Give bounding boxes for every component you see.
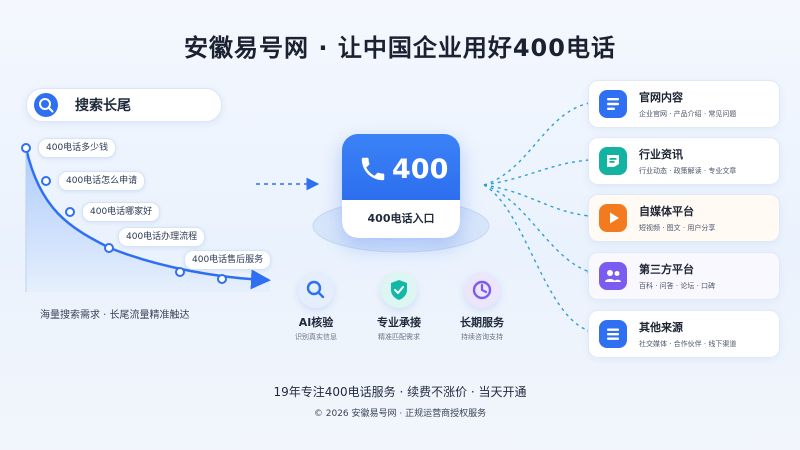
users-icon	[599, 262, 627, 290]
fan-line-5	[483, 184, 591, 332]
feature-title: AI核验	[298, 316, 334, 329]
curve-label: 400电话哪家好	[82, 202, 161, 222]
feature-subtitle: 精准匹配需求	[378, 333, 420, 341]
search-bar[interactable]: 搜索长尾	[26, 88, 222, 122]
left-caption: 海量搜索需求 · 长尾流量精准触达	[40, 310, 190, 321]
feature-subtitle: 识别真实信息	[295, 333, 337, 341]
curve-label: 400电话多少钱	[38, 138, 117, 158]
footer-tagline: 19年专注400电话服务 · 续费不涨价 · 当天开通	[273, 385, 527, 399]
search-icon	[34, 93, 58, 117]
curve-label: 400电话售后服务	[184, 250, 272, 270]
channel-subtitle: 社交媒体 · 合作伙伴 · 线下渠道	[639, 340, 737, 348]
channel-subtitle: 企业官网 · 产品介绍 · 常见问题	[639, 110, 737, 118]
page-title: 安徽易号网 · 让中国企业用好400电话	[184, 34, 616, 62]
channel-subtitle: 短视频 · 图文 · 用户分享	[639, 224, 716, 232]
channel-title: 官网内容	[639, 91, 683, 104]
clock-icon	[472, 280, 492, 300]
channel-title: 第三方平台	[639, 263, 694, 276]
phone-400-card: 400 400电话入口	[342, 134, 460, 238]
fan-line-4	[483, 184, 591, 273]
search-icon	[306, 280, 325, 299]
curve-dot	[175, 267, 185, 277]
document-icon	[599, 90, 627, 118]
fan-line-3	[483, 184, 591, 217]
channel-title: 自媒体平台	[639, 205, 694, 218]
curve-dot	[217, 274, 227, 284]
tail-area	[26, 148, 270, 292]
footer-copyright: © 2026 安徽易号网 · 正规运营商授权服务	[313, 409, 487, 419]
long-service-badge	[464, 272, 500, 308]
shield-check-icon	[391, 280, 407, 300]
play-icon	[599, 204, 627, 232]
feature-subtitle: 持续咨询支持	[461, 333, 503, 341]
ai-verify-badge	[298, 272, 334, 308]
channel-card-website: 官网内容 企业官网 · 产品介绍 · 常见问题	[588, 80, 780, 128]
channel-card-third-party: 第三方平台 百科 · 问答 · 论坛 · 口碑	[588, 252, 780, 300]
news-icon	[599, 147, 627, 175]
channel-card-other: 其他来源 社交媒体 · 合作伙伴 · 线下渠道	[588, 310, 780, 358]
feature-title: 长期服务	[460, 316, 504, 329]
channel-title: 行业资讯	[639, 148, 683, 161]
search-label: 搜索长尾	[75, 98, 131, 114]
fan-lines	[483, 102, 591, 332]
card-number: 400	[392, 154, 449, 185]
channel-card-self-media: 自媒体平台 短视频 · 图文 · 用户分享	[588, 194, 780, 242]
curve-dot	[21, 143, 31, 153]
feature-title: 专业承接	[377, 316, 421, 329]
fan-line-2	[483, 159, 591, 186]
curve-dot	[65, 207, 75, 217]
curve-dot	[41, 176, 51, 186]
channel-subtitle: 百科 · 问答 · 论坛 · 口碑	[639, 282, 716, 290]
fan-line-1	[483, 102, 591, 186]
channel-subtitle: 行业动态 · 政策解读 · 专业文章	[639, 167, 737, 175]
curve-label: 400电话怎么申请	[58, 171, 146, 191]
curve-label: 400电话办理流程	[118, 227, 206, 247]
professional-badge	[381, 272, 417, 308]
curve-dot	[104, 243, 114, 253]
card-label: 400电话入口	[342, 200, 460, 238]
list-icon	[599, 320, 627, 348]
phone-icon	[358, 154, 388, 184]
channel-card-industry-news: 行业资讯 行业动态 · 政策解读 · 专业文章	[588, 137, 780, 185]
channel-title: 其他来源	[639, 321, 683, 334]
